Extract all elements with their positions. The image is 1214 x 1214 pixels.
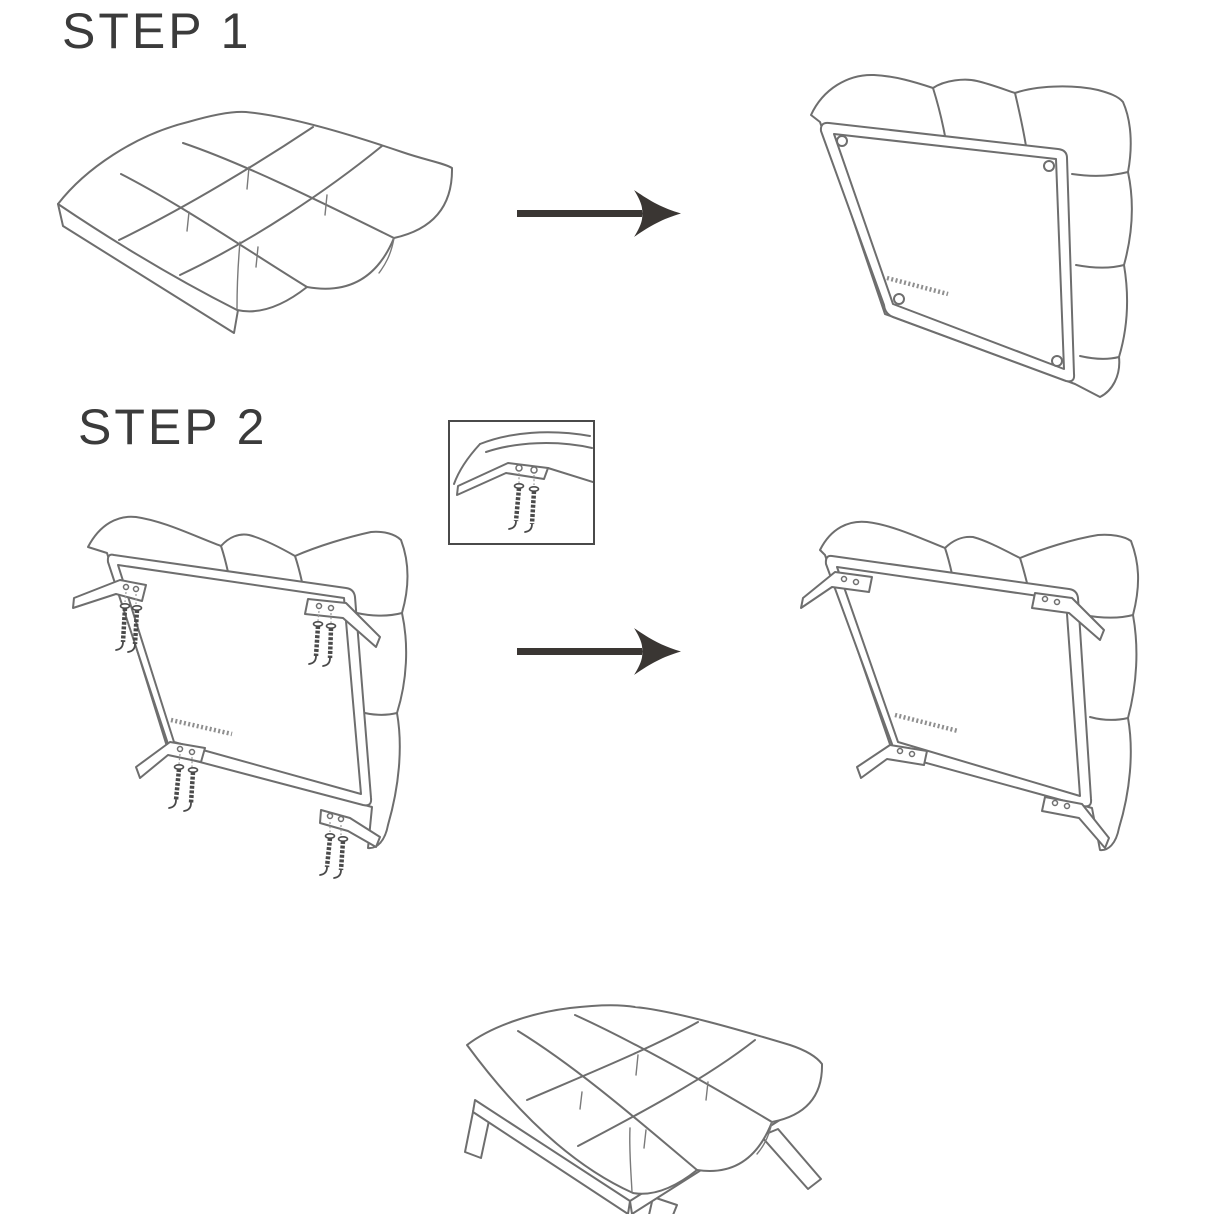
screw [524, 486, 540, 533]
leg-top-left [72, 579, 147, 653]
leg-bracket [456, 462, 549, 496]
ottoman-tufted-cushion [57, 110, 454, 313]
screw-hole [1051, 355, 1063, 367]
ottoman-bottom-panel [824, 554, 1093, 808]
leg-bottom-right [319, 809, 381, 879]
figure-ottoman-legs-screws [72, 515, 409, 879]
screw-hole [836, 135, 848, 147]
leg-bottom-left [135, 741, 206, 812]
leg-top-right [1031, 592, 1105, 641]
ottoman-bottom-panel [819, 121, 1076, 383]
figure-ottoman-flipped [810, 73, 1133, 398]
leg-bottom-left [856, 744, 928, 779]
arrow-right-icon [517, 628, 681, 675]
step-2-label: STEP 2 [78, 399, 268, 455]
screw-hole [1043, 160, 1055, 172]
leg-bottom-right [1041, 796, 1110, 849]
arrow-right-icon [517, 190, 681, 237]
zipper-line [170, 717, 233, 737]
leg-top-right [304, 598, 381, 667]
screw [508, 482, 525, 530]
zipper-line [894, 712, 959, 734]
step-1-label: STEP 1 [62, 3, 252, 59]
leg-detail-inset [448, 420, 595, 545]
figure-ottoman-upright [57, 110, 454, 334]
figure-ottoman-legs-attached [800, 520, 1140, 852]
figure-ottoman-assembled [464, 1004, 824, 1214]
leg-top-left [800, 571, 873, 609]
ottoman-tufted-cushion [466, 1004, 824, 1195]
zipper-line [886, 275, 949, 297]
screw-hole [893, 293, 905, 305]
leg-screw-closeup [453, 431, 594, 533]
